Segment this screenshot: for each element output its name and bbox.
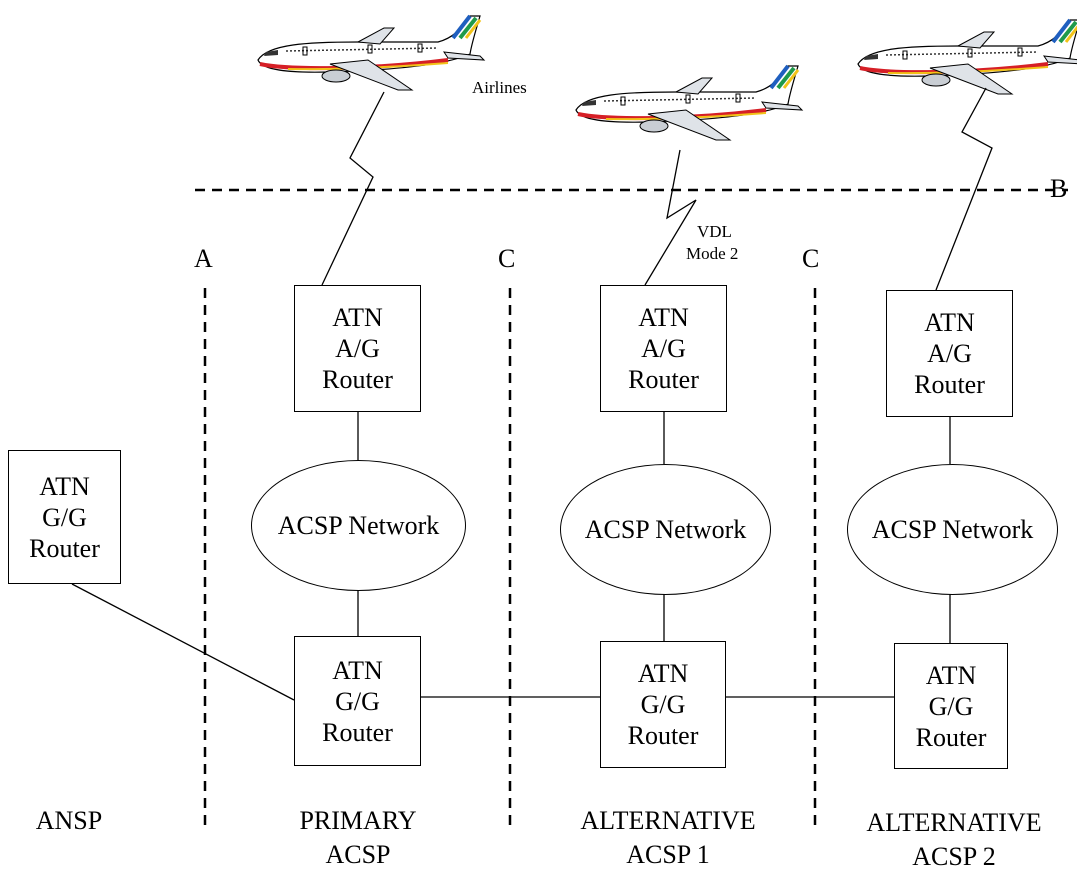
gg-router-alt1-line3: Router [627, 721, 699, 750]
ag-router-alt1-line2: A/G [641, 334, 686, 363]
gg-router-ansp: ATN G/G Router [8, 450, 121, 584]
airplane-1-icon [256, 14, 486, 92]
zone-alt1-line2: ACSP 1 [626, 840, 710, 869]
gg-router-primary: ATN G/G Router [294, 636, 421, 766]
boundary-label-a: A [194, 244, 213, 273]
zone-label-alt1: ALTERNATIVE ACSP 1 [548, 804, 788, 872]
gg-router-primary-line2: G/G [335, 686, 380, 716]
ag-router-alt1-line3: Router [628, 365, 699, 394]
zone-alt2-line1: ALTERNATIVE [866, 808, 1042, 837]
gg-router-alt2-line1: ATN [925, 660, 977, 690]
ag-router-alt1: ATN A/G Router [600, 285, 727, 412]
gg-router-alt2: ATN G/G Router [894, 643, 1008, 769]
radio-link-alt1 [644, 149, 697, 286]
acsp-network-alt2: ACSP Network [847, 464, 1058, 595]
gg-router-alt2-line3: Router [915, 722, 987, 752]
acsp-network-alt1: ACSP Network [560, 464, 771, 595]
boundary-label-b: B [1050, 174, 1068, 203]
gg-router-ansp-line3: Router [29, 533, 100, 563]
ag-router-primary-line1: ATN [332, 303, 383, 332]
gg-router-alt2-line2: G/G [928, 691, 974, 721]
airplane-2-icon [574, 64, 804, 142]
vdl-label-line2: Mode 2 [686, 244, 739, 263]
boundary-label-c2: C [802, 244, 820, 273]
acsp-network-primary: ACSP Network [251, 460, 466, 591]
zone-alt1-line1: ALTERNATIVE [580, 806, 756, 835]
zone-primary-line2: ACSP [325, 840, 391, 869]
radio-link-alt2 [935, 87, 993, 291]
boundary-label-c1: C [498, 244, 516, 273]
zone-primary-line1: PRIMARY [299, 806, 417, 835]
airlines-label: Airlines [472, 78, 527, 97]
vdl-label-line1: VDL [697, 222, 732, 241]
gg-router-ansp-line1: ATN [39, 471, 90, 501]
zone-ansp-line1: ANSP [35, 806, 103, 835]
ag-router-primary: ATN A/G Router [294, 285, 421, 412]
gg-router-primary-line3: Router [322, 717, 393, 747]
gg-router-alt1-line1: ATN [637, 659, 689, 688]
ag-router-alt2-line3: Router [914, 370, 985, 399]
ag-router-primary-line2: A/G [335, 334, 380, 363]
gg-router-alt1: ATN G/G Router [600, 641, 726, 768]
zone-label-primary: PRIMARY ACSP [268, 804, 448, 872]
zone-alt2-line2: ACSP 2 [912, 842, 996, 871]
ag-router-alt2-line1: ATN [924, 308, 975, 337]
gg-router-ansp-line2: G/G [42, 502, 87, 532]
zone-label-alt2: ALTERNATIVE ACSP 2 [834, 806, 1074, 874]
zone-label-ansp: ANSP [14, 804, 124, 838]
link-ansp-primary [71, 583, 295, 701]
gg-router-primary-line1: ATN [332, 655, 383, 685]
ag-router-primary-line3: Router [322, 365, 393, 394]
ag-router-alt2-line2: A/G [927, 339, 972, 368]
gg-router-alt1-line2: G/G [640, 690, 686, 719]
radio-link-primary [321, 91, 385, 286]
ag-router-alt2: ATN A/G Router [886, 290, 1013, 417]
ag-router-alt1-line1: ATN [638, 303, 689, 332]
airplane-3-icon [856, 18, 1077, 96]
